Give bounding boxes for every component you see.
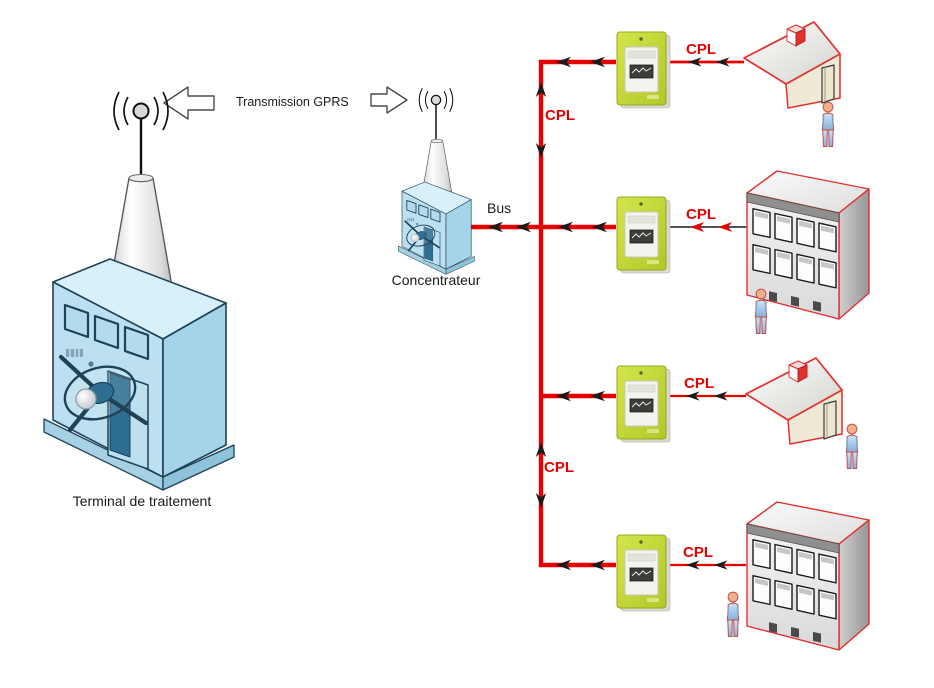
resident-1 — [821, 101, 835, 148]
house-2 — [745, 357, 843, 445]
resident-4 — [726, 591, 740, 638]
resident-2 — [754, 288, 768, 335]
cpl-label-bus-lower: CPL — [544, 459, 574, 476]
cpl-label-link-4: CPL — [683, 544, 713, 561]
terminal-label: Terminal de traitement — [72, 493, 212, 509]
bus-line — [538, 59, 616, 568]
terminal-machine-icon — [44, 259, 234, 490]
bus-label: Bus — [487, 200, 512, 216]
gprs-arrow-left-icon — [163, 86, 215, 120]
concentrator-label: Concentrateur — [391, 272, 481, 288]
concentrator-node — [397, 87, 476, 276]
cpl-label-link-1: CPL — [686, 41, 716, 58]
cpl-label-link-2: CPL — [686, 206, 716, 223]
terminal-node — [44, 90, 234, 490]
concentrator-machine-icon — [397, 181, 476, 276]
transmission-gprs-label: Transmission GPRS — [236, 95, 349, 109]
gprs-arrow-right-icon — [370, 86, 408, 114]
smart-meter-1 — [616, 31, 671, 109]
cpl-label-bus-upper: CPL — [545, 107, 575, 124]
apartment-building-2 — [746, 501, 870, 651]
smart-meter-2 — [616, 196, 671, 274]
resident-3 — [845, 423, 859, 470]
bus-arrowheads — [488, 56, 730, 571]
cpl-bus-network — [470, 56, 747, 571]
house-1 — [743, 21, 841, 109]
cpl-label-link-3: CPL — [684, 375, 714, 392]
smart-meter-4 — [616, 534, 671, 612]
concentrator-antenna-icon — [418, 87, 454, 141]
smart-meter-3 — [616, 365, 671, 443]
terminal-antenna-icon — [112, 90, 170, 177]
